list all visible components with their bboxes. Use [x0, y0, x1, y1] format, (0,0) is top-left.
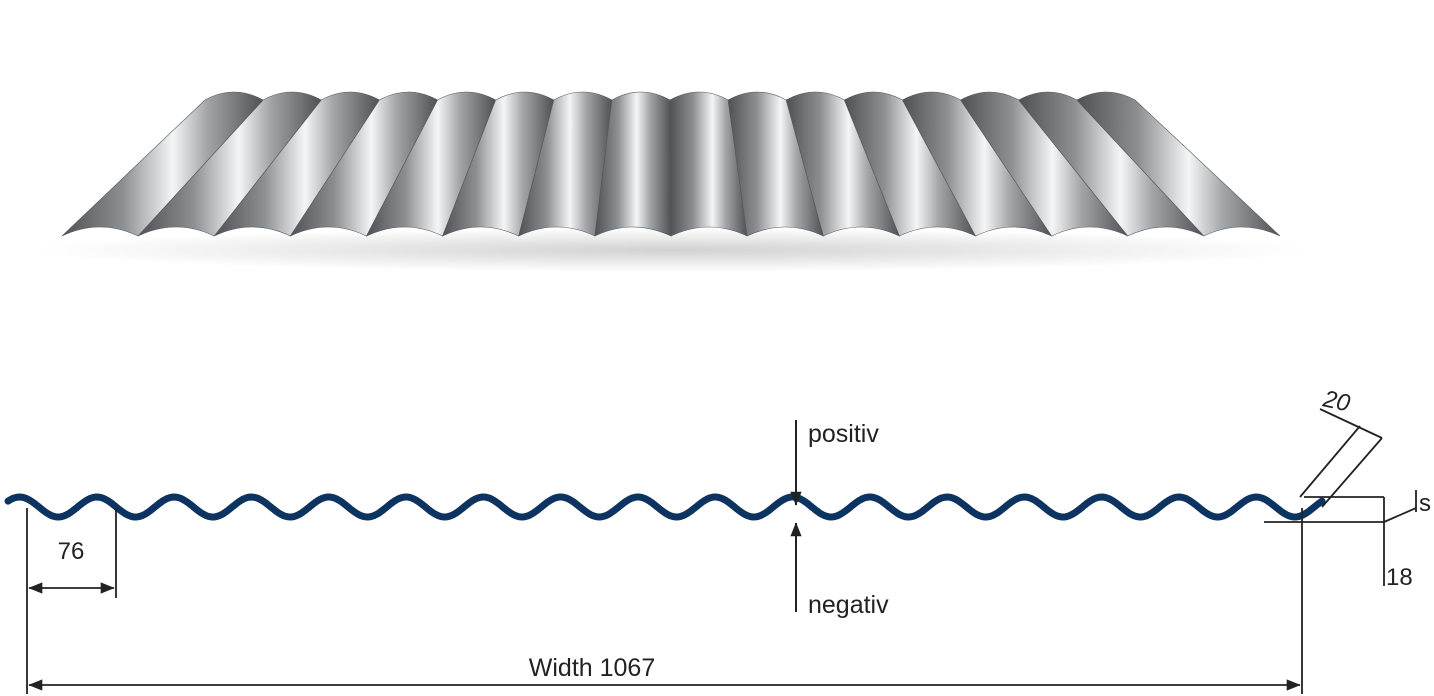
width-dimension — [26, 508, 1303, 694]
profile-wave — [4, 493, 1326, 521]
detail-dimensions — [1264, 408, 1417, 586]
angle-label: 20 — [1320, 385, 1353, 417]
sheet-shadow — [30, 228, 1310, 272]
angle-tick — [1319, 408, 1383, 439]
sheet-ridge — [1076, 91, 1281, 237]
pitch-dimension — [26, 508, 117, 600]
sheet-render — [30, 91, 1310, 272]
positive-load-label: positiv — [808, 420, 879, 448]
angle-leg-lower — [1299, 425, 1361, 498]
angle-leg-upper — [1321, 437, 1383, 508]
pitch-label: 76 — [58, 538, 85, 565]
height-label: 18 — [1386, 564, 1413, 591]
thickness-leader — [1383, 507, 1417, 523]
sheet-ridges — [61, 91, 1281, 237]
width-label: Width 1067 — [529, 654, 655, 682]
negative-load-label: negativ — [808, 591, 889, 619]
thickness-label: s — [1419, 490, 1431, 517]
